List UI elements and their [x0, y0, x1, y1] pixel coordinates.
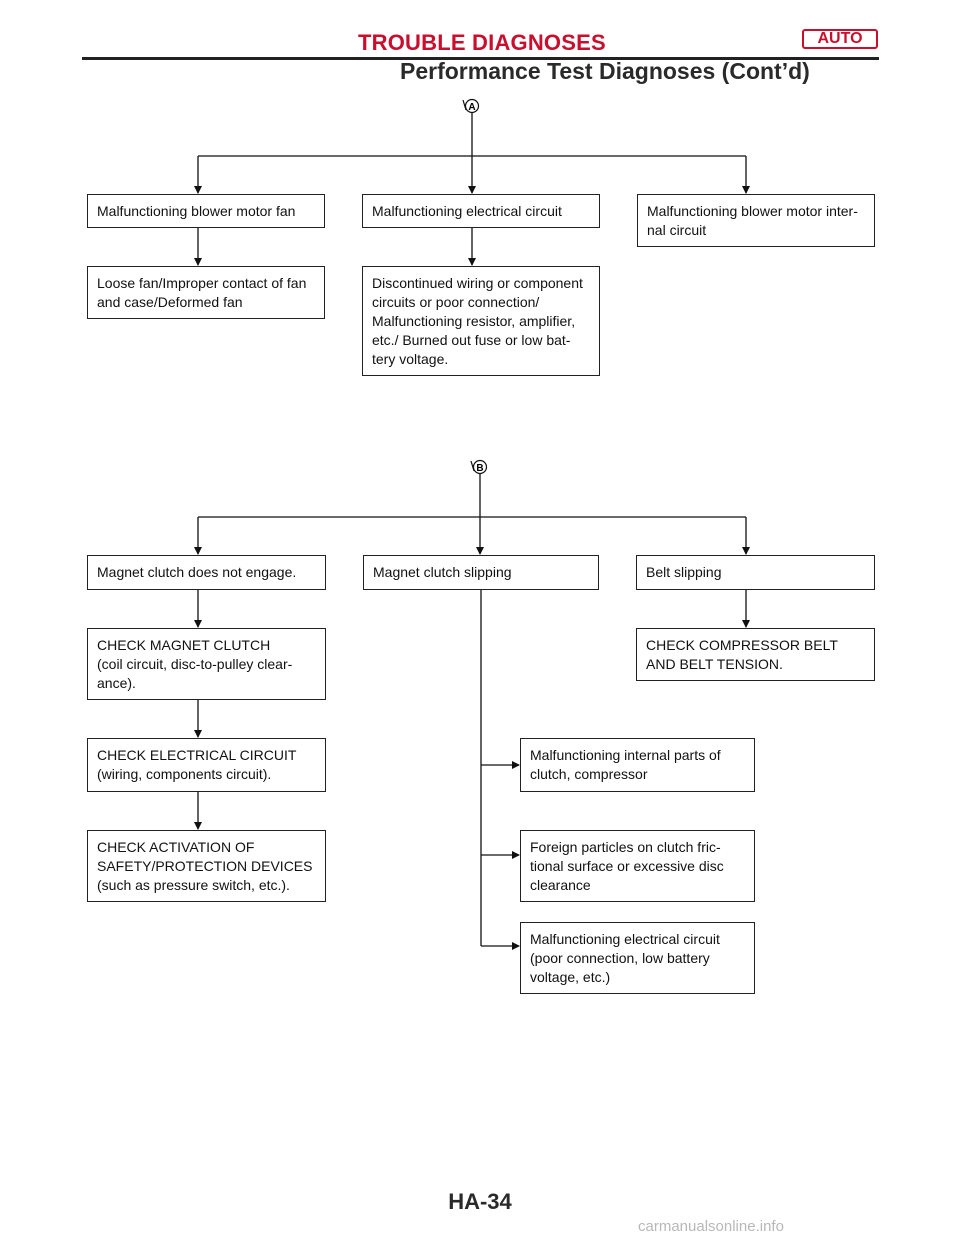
box-malfunctioning-internal-parts: Malfunctioning internal parts of clutch,… — [520, 738, 755, 792]
box-malfunctioning-electrical-circuit: Malfunctioning electrical circuit — [362, 194, 600, 228]
box-check-electrical-circuit: CHECK ELECTRICAL CIRCUIT (wiring, compon… — [87, 738, 326, 792]
page-number: HA-34 — [448, 1189, 512, 1214]
box-magnet-clutch-not-engage: Magnet clutch does not engage. — [87, 555, 326, 590]
watermark: carmanualsonline.info — [638, 1218, 784, 1235]
page-subtitle: Performance Test Diagnoses (Cont’d) — [400, 58, 810, 84]
connector-marker-b: B — [470, 459, 488, 475]
box-malfunctioning-blower-motor-internal-circuit: Malfunctioning blower motor inter- nal c… — [637, 194, 875, 247]
box-malfunctioning-blower-motor-fan: Malfunctioning blower motor fan — [87, 194, 325, 228]
box-discontinued-wiring: Discontinued wiring or component circuit… — [362, 266, 600, 376]
box-foreign-particles-on-clutch: Foreign particles on clutch fric- tional… — [520, 830, 755, 902]
box-check-safety-protection-devices: CHECK ACTIVATION OF SAFETY/PROTECTION DE… — [87, 830, 326, 902]
header-rule — [82, 57, 879, 60]
box-belt-slipping: Belt slipping — [636, 555, 875, 590]
box-check-magnet-clutch: CHECK MAGNET CLUTCH (coil circuit, disc-… — [87, 628, 326, 700]
box-magnet-clutch-slipping: Magnet clutch slipping — [363, 555, 599, 590]
box-check-compressor-belt: CHECK COMPRESSOR BELT AND BELT TENSION. — [636, 628, 875, 681]
svg-text:A: A — [468, 102, 475, 113]
auto-badge: AUTO — [802, 29, 878, 49]
connector-marker-a: A — [462, 98, 480, 114]
box-malfunctioning-electrical-circuit-b: Malfunctioning electrical circuit (poor … — [520, 922, 755, 994]
svg-text:B: B — [476, 463, 483, 474]
box-loose-fan: Loose fan/Improper contact of fan and ca… — [87, 266, 325, 319]
section-title: TROUBLE DIAGNOSES — [358, 30, 606, 55]
